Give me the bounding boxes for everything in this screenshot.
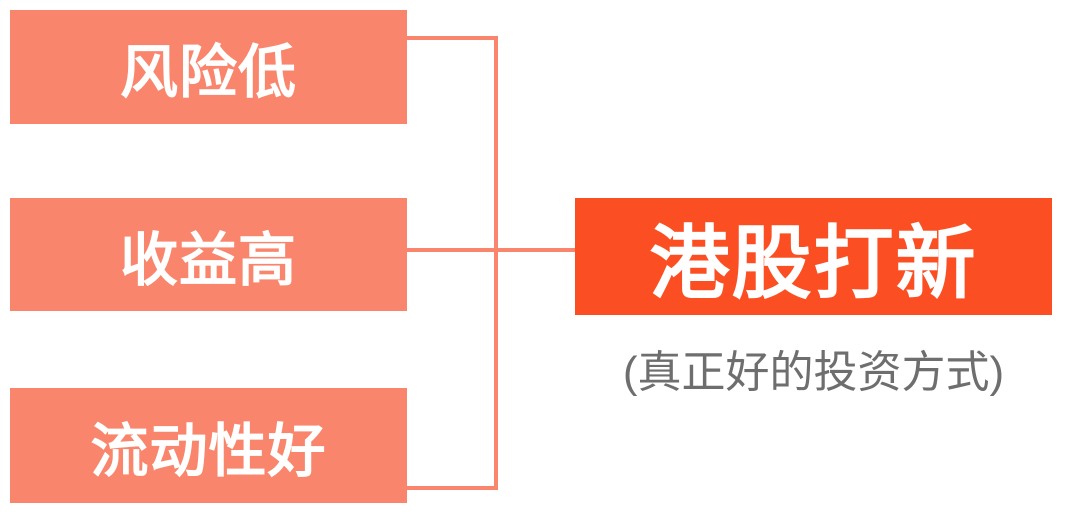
result-box: 港股打新 (575, 198, 1052, 315)
connector-bottom-horizontal (406, 486, 498, 490)
connector-middle-horizontal (406, 248, 575, 252)
box-low-risk: 风险低 (10, 10, 407, 124)
box-good-liquidity: 流动性好 (10, 388, 407, 503)
connector-vertical-spine (494, 36, 498, 490)
box-low-risk-label: 风险低 (119, 40, 297, 105)
result-subtitle: (真正好的投资方式) (575, 332, 1052, 404)
box-high-return-label: 收益高 (119, 227, 297, 293)
connector-top-horizontal (406, 36, 498, 40)
result-title: 港股打新 (649, 218, 978, 308)
box-good-liquidity-label: 流动性好 (90, 418, 327, 484)
result-subtitle-text: (真正好的投资方式) (622, 348, 1005, 397)
box-high-return: 收益高 (10, 198, 407, 311)
